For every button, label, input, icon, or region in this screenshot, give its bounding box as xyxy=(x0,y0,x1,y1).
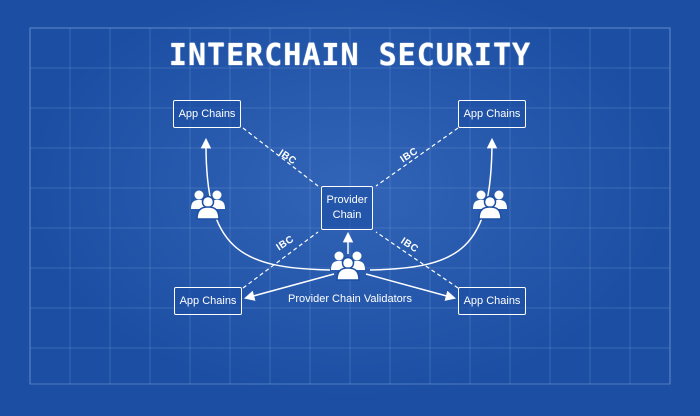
app-chain-node-bottom-left: App Chains xyxy=(174,287,242,315)
arrow-validators-to-top-left xyxy=(200,137,331,271)
validator-group-icon xyxy=(330,250,366,281)
validator-group-icon xyxy=(190,189,226,220)
app-chain-node-top-left: App Chains xyxy=(173,100,241,128)
ibc-link-bottom-right xyxy=(375,231,459,289)
validator-group-icon xyxy=(472,189,508,220)
diagram-title: INTERCHAIN SECURITY xyxy=(168,38,532,73)
ibc-link-top-left xyxy=(242,127,319,187)
app-chain-node-bottom-right: App Chains xyxy=(458,287,526,315)
arrow-validators-to-top-right xyxy=(369,137,498,271)
ibc-link-top-right xyxy=(375,127,459,187)
arrow-validators-to-bottom-left xyxy=(243,273,335,301)
provider-chain-node: Provider Chain xyxy=(321,186,373,230)
ibc-link-bottom-left xyxy=(242,231,319,289)
validators-label: Provider Chain Validators xyxy=(288,293,412,305)
app-chain-node-top-right: App Chains xyxy=(458,100,526,128)
arrow-validators-to-bottom-right xyxy=(365,273,457,301)
